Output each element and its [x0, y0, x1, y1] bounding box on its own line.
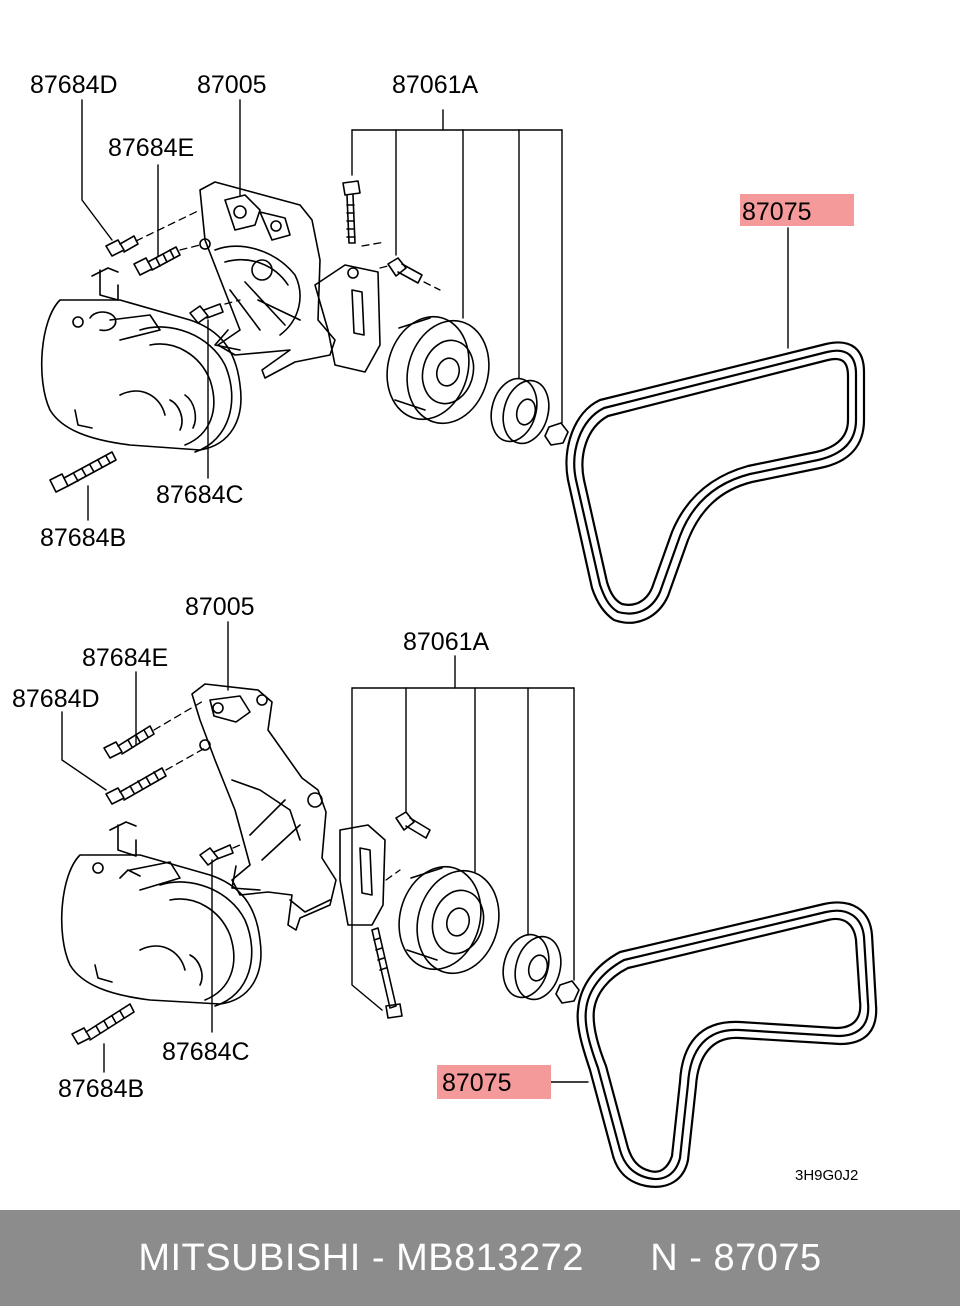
upper-spacer [490, 377, 550, 445]
spacer [584, 1237, 650, 1280]
lower-label-87684d: 87684D [12, 685, 100, 713]
upper-label-87005: 87005 [197, 71, 267, 99]
lower-label-87061a: 87061A [403, 628, 490, 656]
lower-compressor [60, 821, 262, 1007]
lower-label-87684b: 87684B [58, 1075, 144, 1103]
lower-bolt-c [199, 844, 234, 866]
upper-tensioner-bolt [342, 180, 361, 244]
lower-short-bolt [395, 811, 431, 839]
lower-bracket [191, 683, 337, 931]
upper-tensioner-bracket [314, 264, 381, 373]
lower-spacer [502, 933, 562, 1001]
upper-compressor [40, 267, 242, 453]
upper-bracket [199, 181, 336, 379]
upper-bolt-d [105, 235, 139, 257]
upper-bolt-c [189, 303, 224, 324]
lower-belt [576, 901, 878, 1188]
upper-nut [544, 422, 569, 446]
upper-label-87684b: 87684B [40, 524, 126, 552]
lower-label-87684e: 87684E [82, 644, 168, 672]
lower-idler-pulley [398, 865, 500, 975]
part-info-bar: MITSUBISHI - MB813272 N - 87075 [0, 1210, 960, 1306]
upper-label-87061a: 87061A [392, 71, 479, 99]
reference-number: N - 87075 [650, 1236, 822, 1279]
upper-label-87684d: 87684D [30, 71, 118, 99]
lower-belt-label-highlight [437, 1065, 551, 1099]
separator-dash: - [371, 1236, 386, 1279]
upper-belt [565, 341, 866, 624]
lower-tensioner-bolt [371, 927, 403, 1019]
lower-nut [555, 980, 580, 1004]
upper-label-87684c: 87684C [156, 481, 244, 509]
lower-bolt-e [103, 725, 155, 759]
lower-label-87005: 87005 [185, 593, 255, 621]
upper-short-bolt [387, 257, 423, 284]
upper-idler-pulley [386, 315, 490, 425]
upper-bolt-e [133, 246, 181, 276]
lower-assembly [60, 621, 878, 1188]
part-number: MB813272 [396, 1236, 584, 1279]
parts-diagram: 87684D 87005 87061A 87684E 87075 87684C … [12, 71, 878, 1188]
lower-label-87684c: 87684C [162, 1038, 250, 1066]
upper-belt-label-highlight [740, 194, 854, 226]
diagram-code: 3H9G0J2 [795, 1167, 858, 1184]
lower-label-87075: 87075 [442, 1069, 512, 1097]
lower-tensioner-bracket [339, 824, 386, 926]
upper-label-87075: 87075 [742, 198, 812, 226]
upper-assembly [40, 99, 866, 624]
separator: - [361, 1237, 396, 1280]
lower-bolt-d [105, 767, 167, 805]
upper-label-87684e: 87684E [108, 134, 194, 162]
brand-name: MITSUBISHI [138, 1236, 361, 1279]
lower-bolt-b [71, 1003, 135, 1045]
upper-bolt-b [49, 451, 117, 493]
